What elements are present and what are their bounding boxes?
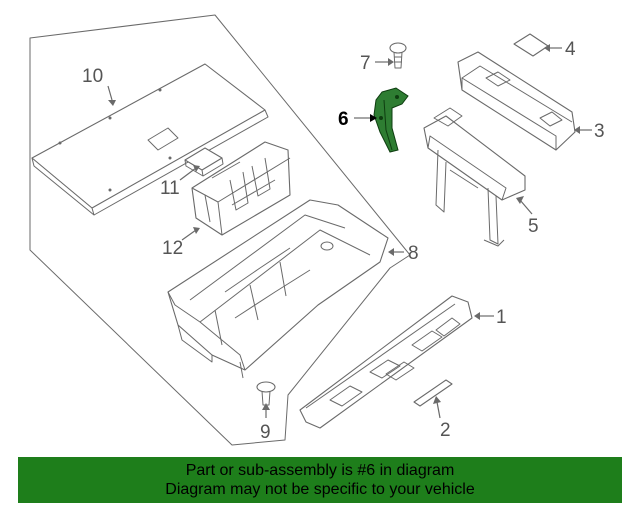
callout-8: 8 (408, 243, 419, 264)
callout-6: 6 (338, 109, 349, 130)
callout-2: 2 (440, 420, 451, 441)
callout-12: 12 (162, 238, 183, 259)
assembly-outline (29, 14, 411, 446)
part-1-sill-trim[interactable] (299, 295, 473, 429)
part-3-trim-panel[interactable] (457, 51, 576, 151)
callout-11: 11 (160, 178, 180, 199)
banner-line-2: Diagram may not be specific to your vehi… (165, 481, 475, 498)
part-7-screw[interactable] (389, 42, 407, 69)
callout-1: 1 (496, 307, 507, 328)
banner-line-1: Part or sub-assembly is #6 in diagram (185, 462, 455, 479)
callout-labels: 10 11 12 7 6 4 3 5 8 1 2 9 (82, 39, 605, 443)
callout-5: 5 (528, 216, 539, 237)
part-6-bracket[interactable] (373, 87, 409, 153)
callout-4: 4 (565, 39, 576, 60)
part-9-clip[interactable] (256, 381, 276, 406)
info-banner: Part or sub-assembly is #6 in diagram Di… (18, 457, 622, 503)
callout-7: 7 (360, 53, 371, 74)
part-4-pad[interactable] (513, 33, 549, 57)
part-5-support-frame[interactable] (423, 107, 526, 247)
part-10-floor-board[interactable] (31, 63, 269, 216)
part-8-storage-tub[interactable] (167, 199, 389, 379)
callout-3: 3 (594, 121, 605, 142)
part-12-organizer[interactable] (191, 141, 291, 236)
part-2-strip[interactable] (413, 379, 453, 407)
leader-lines (107, 44, 592, 419)
callout-10: 10 (82, 66, 103, 87)
callout-9: 9 (260, 422, 271, 443)
